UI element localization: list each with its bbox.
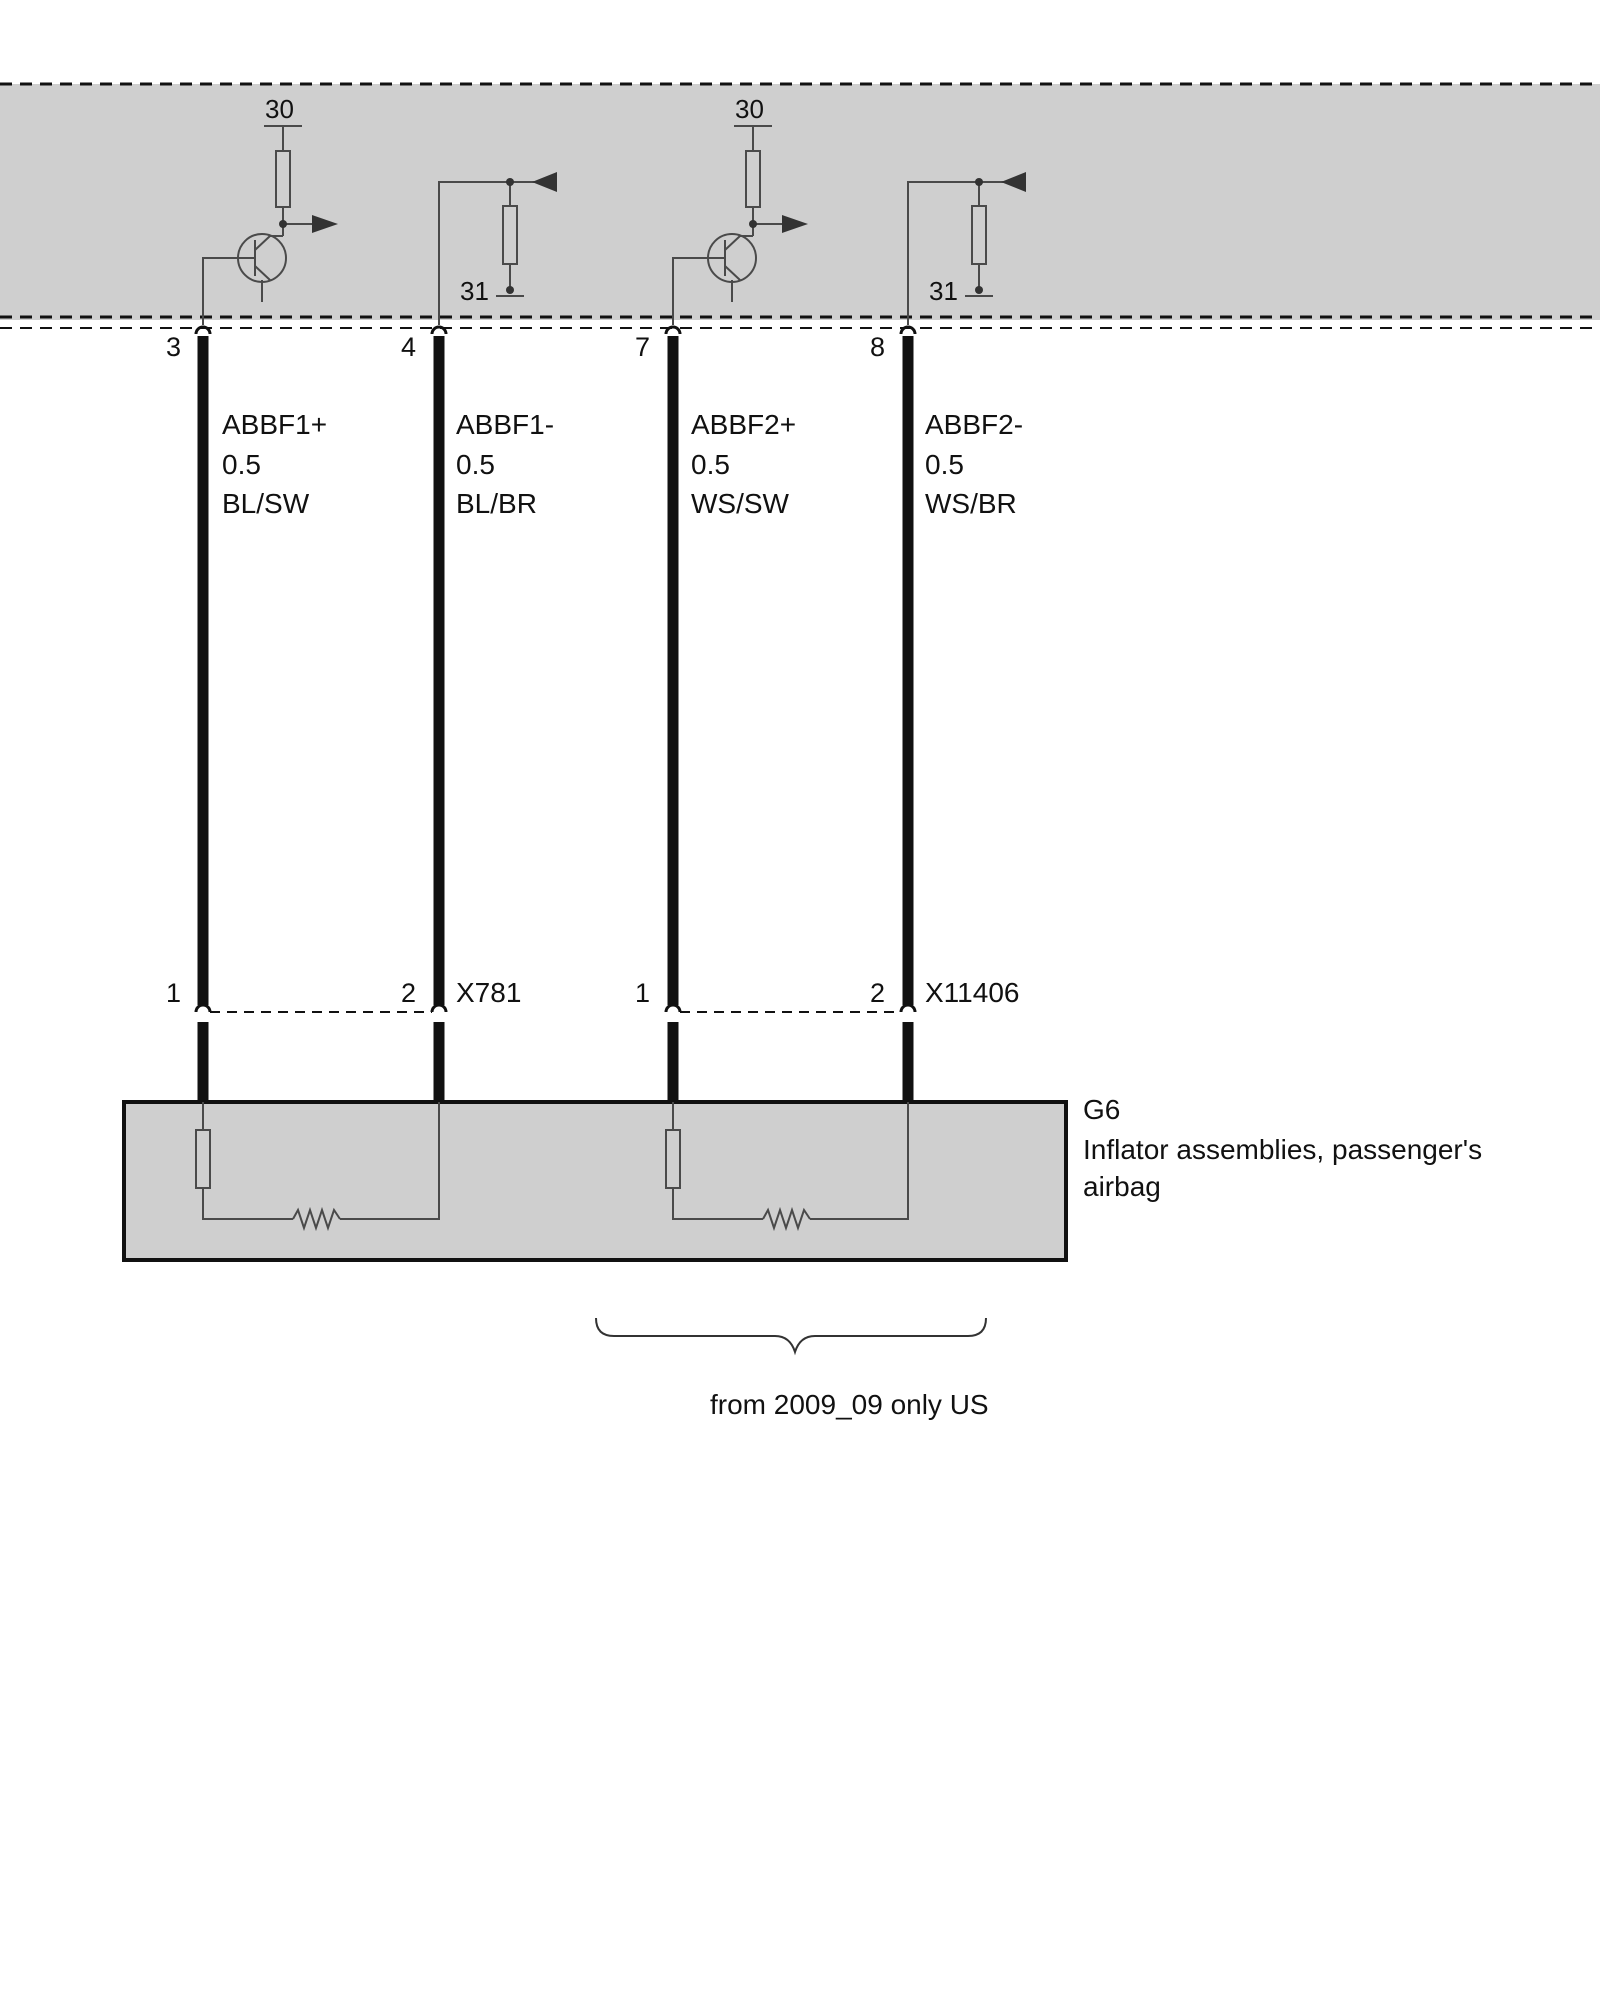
ground-terminal-31-a: 31 bbox=[460, 276, 489, 306]
input-arrow-icon bbox=[532, 172, 557, 192]
pin-label-7: 7 bbox=[635, 332, 650, 362]
wire-2-color: BL/BR bbox=[456, 488, 537, 519]
component-id: G6 bbox=[1083, 1094, 1120, 1125]
x11406-pin-2: 2 bbox=[870, 978, 885, 1008]
output-arrow-icon-2 bbox=[782, 215, 808, 233]
sense-stage-1 bbox=[438, 181, 557, 325]
wires bbox=[197, 336, 914, 1102]
wire-2-signal: ABBF1- bbox=[456, 409, 554, 440]
pin-label-4: 4 bbox=[401, 332, 416, 362]
supply-terminal-30-b: 30 bbox=[735, 94, 764, 124]
control-unit-area bbox=[0, 84, 1600, 320]
pin-label-8: 8 bbox=[870, 332, 885, 362]
x781-pin-2: 2 bbox=[401, 978, 416, 1008]
output-stage-1 bbox=[202, 125, 312, 325]
x11406-pin-1: 1 bbox=[635, 978, 650, 1008]
connector-pin-markers bbox=[194, 1003, 917, 1013]
output-stage-2 bbox=[672, 125, 782, 325]
wire-1-cross-section: 0.5 bbox=[222, 449, 261, 480]
wire-1-color: BL/SW bbox=[222, 488, 310, 519]
wire-4-cross-section: 0.5 bbox=[925, 449, 964, 480]
top-pin-markers bbox=[194, 325, 917, 335]
sense-stage-2 bbox=[907, 181, 1026, 325]
component-g6-box bbox=[122, 1100, 1068, 1262]
variant-note: from 2009_09 only US bbox=[710, 1389, 989, 1420]
wire-3-cross-section: 0.5 bbox=[691, 449, 730, 480]
wire-2-cross-section: 0.5 bbox=[456, 449, 495, 480]
inflator-circuit-1 bbox=[195, 1102, 440, 1232]
inflator-circuit-2 bbox=[665, 1102, 909, 1232]
ground-terminal-31-b: 31 bbox=[929, 276, 958, 306]
connector-x11406-label: X11406 bbox=[925, 977, 1019, 1008]
component-name-line1: Inflator assemblies, passenger's bbox=[1083, 1134, 1482, 1165]
wire-3-color: WS/SW bbox=[691, 488, 790, 519]
component-name-line2: airbag bbox=[1083, 1171, 1161, 1202]
x781-pin-1: 1 bbox=[166, 978, 181, 1008]
wire-4-color: WS/BR bbox=[925, 488, 1017, 519]
brace-icon bbox=[595, 1317, 987, 1356]
pin-label-3: 3 bbox=[166, 332, 181, 362]
connector-x781-label: X781 bbox=[456, 977, 521, 1008]
output-arrow-icon bbox=[312, 215, 338, 233]
wire-3-signal: ABBF2+ bbox=[691, 409, 796, 440]
supply-terminal-30-a: 30 bbox=[265, 94, 294, 124]
wire-4-signal: ABBF2- bbox=[925, 409, 1023, 440]
wire-1-signal: ABBF1+ bbox=[222, 409, 327, 440]
input-arrow-icon-2 bbox=[1001, 172, 1026, 192]
